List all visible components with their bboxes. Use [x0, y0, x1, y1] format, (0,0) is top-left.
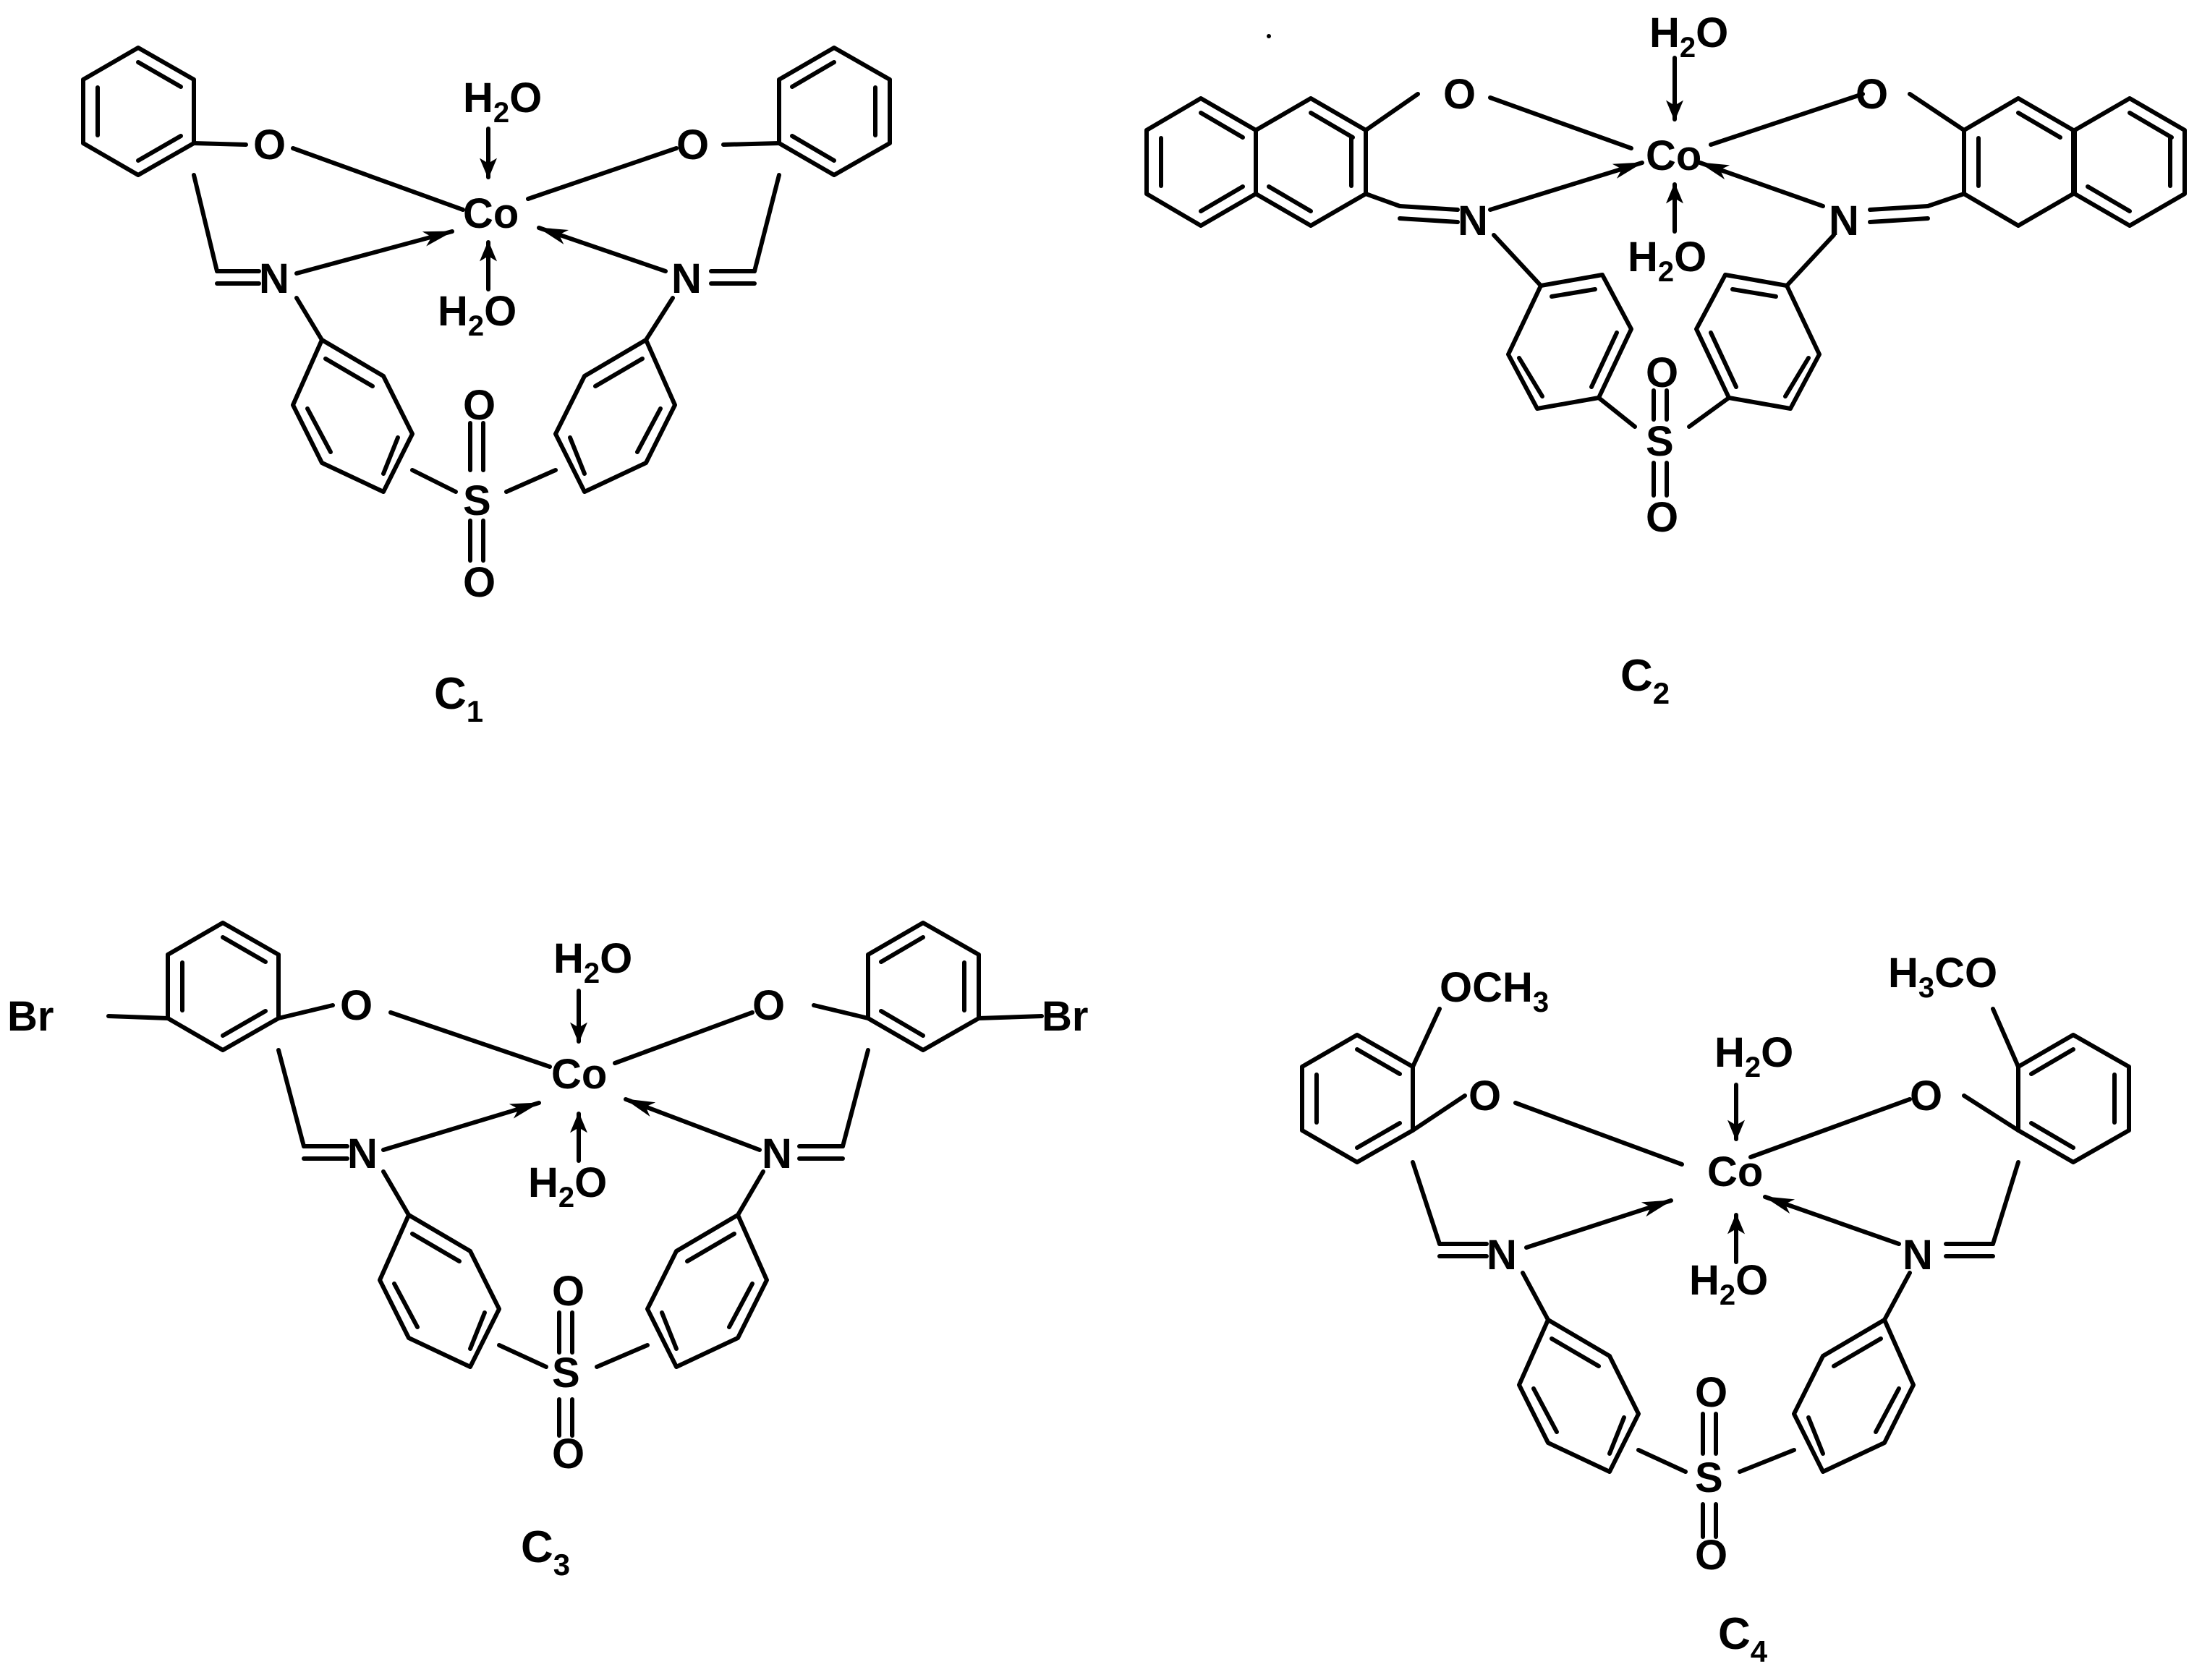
c3-water-bottom: H2O [528, 1159, 607, 1214]
c4-labels: OCH3 H3CO O O N N Co H2O H2O O S O C4 [1440, 950, 1997, 1668]
c1-left-sulfonyl-ring [291, 338, 415, 494]
c2-sulfone-o-bottom: O [1646, 494, 1678, 541]
c1-n-left: N [259, 255, 289, 302]
c2-sulfone-o-top: O [1646, 349, 1678, 396]
c2-compound-label: C2 [1620, 651, 1670, 710]
complex-c2 [1144, 34, 2187, 498]
c1-water-bottom: H2O [438, 288, 517, 342]
complex-c1 [81, 46, 892, 563]
c1-left-aryl-ring [81, 46, 196, 177]
c3-sulfone-o-bottom: O [552, 1430, 585, 1478]
c1-sulfone-s: S [463, 477, 491, 524]
c4-o-right: O [1910, 1073, 1942, 1120]
c3-compound-label: C3 [521, 1522, 570, 1582]
c2-metal: Co [1646, 132, 1701, 179]
c3-left-aryl-ring [166, 921, 281, 1052]
c3-right-aryl-ring [866, 921, 981, 1052]
c3-water-top: H2O [553, 935, 632, 989]
c4-sulfone-s: S [1695, 1454, 1723, 1501]
c4-methoxy-left: OCH3 [1440, 964, 1549, 1018]
c3-o-right: O [752, 982, 785, 1029]
c3-sulfone-o-top: O [552, 1268, 585, 1315]
c4-right-sulfonyl-ring [1792, 1318, 1916, 1474]
c2-right-naphthalene [1962, 96, 2187, 228]
c4-sulfone-o-top: O [1695, 1369, 1727, 1416]
c4-water-bottom: H2O [1689, 1257, 1768, 1311]
c1-metal: Co [463, 190, 519, 237]
c4-left-sulfonyl-ring [1517, 1318, 1641, 1474]
c2-o-left: O [1443, 71, 1476, 118]
c3-sulfone-s: S [552, 1349, 580, 1397]
c2-labels: O O N N Co H2O H2O O S O C2 [1443, 9, 1888, 710]
c2-sulfone-s: S [1646, 418, 1674, 465]
c2-o-right: O [1856, 71, 1888, 118]
c1-o-right: O [676, 121, 709, 169]
c2-right-sulfonyl-ring [1694, 273, 1822, 411]
c3-left-sulfonyl-ring [378, 1213, 501, 1369]
c2-left-naphthalene [1144, 34, 1368, 228]
complex-c4 [1300, 1007, 2131, 1539]
c2-water-bottom: H2O [1628, 234, 1706, 288]
c4-n-right: N [1903, 1232, 1933, 1279]
c4-n-left: N [1487, 1232, 1517, 1279]
c1-n-right: N [671, 255, 702, 302]
c3-br-left: Br [7, 993, 54, 1040]
c1-compound-label: C1 [434, 669, 483, 728]
c4-sulfone-o-bottom: O [1695, 1532, 1727, 1579]
c2-n-left: N [1458, 197, 1488, 244]
c3-labels: Br Br O O N N Co H2O H2O O S O C3 [7, 935, 1088, 1582]
c1-labels: O O N N Co H2O H2O O S O C1 [253, 74, 709, 728]
c1-o-left: O [253, 121, 286, 169]
c1-right-aryl-ring [777, 46, 892, 177]
c3-n-right: N [762, 1130, 792, 1177]
c3-right-sulfonyl-ring [645, 1213, 769, 1369]
c1-sulfone-o-top: O [463, 382, 496, 429]
c4-water-top: H2O [1714, 1029, 1793, 1083]
c3-metal: Co [551, 1051, 607, 1098]
c4-methoxy-right: H3CO [1888, 950, 1997, 1004]
c2-n-right: N [1829, 197, 1859, 244]
c4-metal: Co [1707, 1148, 1763, 1195]
c1-sulfone-o-bottom: O [463, 559, 496, 606]
complex-c3 [106, 921, 1044, 1438]
c3-n-left: N [347, 1130, 378, 1177]
c1-right-sulfonyl-ring [553, 338, 677, 494]
c4-left-aryl-ring [1300, 1033, 1415, 1164]
c3-br-right: Br [1042, 993, 1088, 1040]
c3-o-left: O [340, 982, 373, 1029]
c1-water-top: H2O [463, 74, 542, 129]
c4-right-aryl-ring [2016, 1033, 2131, 1164]
c4-o-left: O [1468, 1073, 1501, 1120]
c2-water-top: H2O [1649, 9, 1728, 64]
c2-left-sulfonyl-ring [1506, 273, 1633, 411]
c4-compound-label: C4 [1718, 1609, 1768, 1668]
